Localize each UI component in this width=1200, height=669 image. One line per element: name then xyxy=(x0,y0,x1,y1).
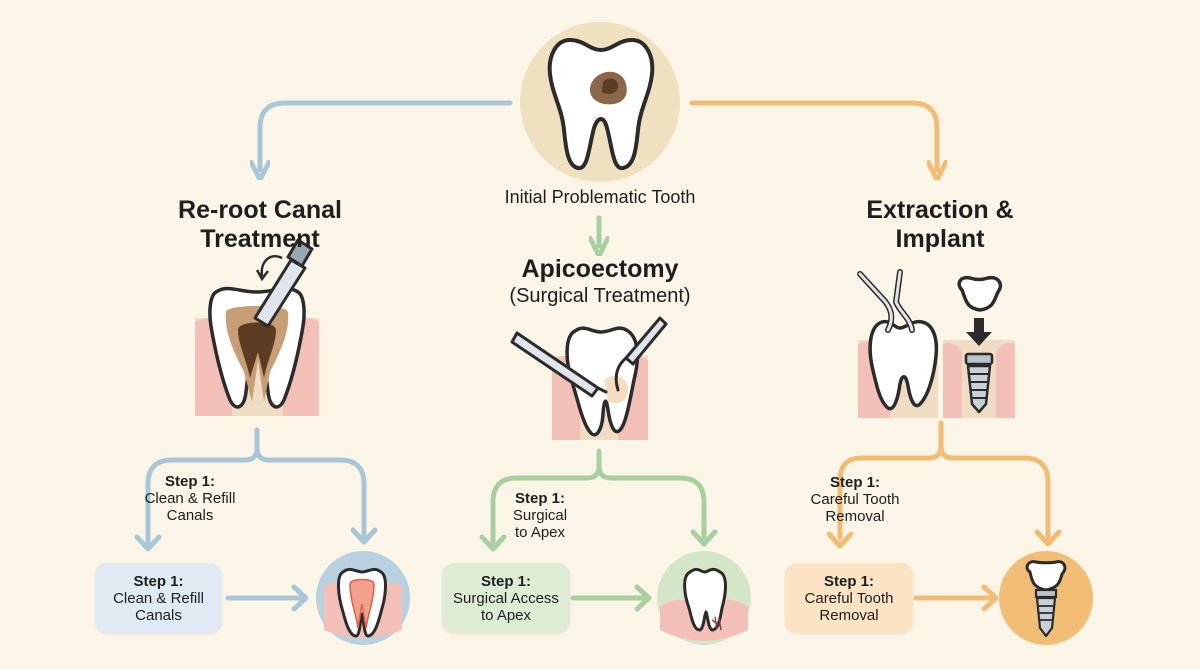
left-branch-step-head: Step 1: xyxy=(164,473,215,490)
connector-right-branch xyxy=(837,420,1051,543)
middle-step-box-line1: Surgical Access xyxy=(453,589,559,607)
connector-left-arrowhead-b xyxy=(350,527,378,545)
connector-left-branch xyxy=(145,427,367,548)
connector-top-left xyxy=(260,100,513,170)
left-title-line2: Treatment xyxy=(200,225,320,253)
left-step-box: Step 1: Clean & Refill Canals xyxy=(95,563,222,633)
right-branch-step: Step 1: Careful Tooth Removal xyxy=(780,474,930,525)
connector-top-right xyxy=(689,100,937,170)
extraction-implant-icon xyxy=(857,269,1015,418)
left-step-box-head: Step 1: xyxy=(133,572,184,590)
left-branch-step-line2: Canals xyxy=(166,507,214,524)
connector-right-arrowhead-b xyxy=(1034,529,1062,547)
connector-middle-branch xyxy=(490,448,707,548)
middle-branch-step: Step 1: Surgical to Apex xyxy=(480,490,600,541)
right-step-box-head: Step 1: xyxy=(823,572,874,590)
right-step-box-line1: Careful Tooth xyxy=(804,589,894,607)
right-title: Extraction & Implant xyxy=(820,196,1060,254)
middle-step-box-line2: to Apex xyxy=(480,606,532,624)
left-branch-step: Step 1: Clean & Refill Canals xyxy=(130,473,250,524)
middle-title-subtitle: (Surgical Treatment) xyxy=(509,285,691,307)
right-title-line2: Implant xyxy=(895,225,985,253)
left-step-box-line2: Canals xyxy=(135,606,182,624)
right-branch-step-line2: Removal xyxy=(825,508,885,525)
middle-branch-step-head: Step 1: xyxy=(514,490,565,507)
refilled-tooth-icon xyxy=(316,551,410,645)
middle-step-box: Step 1: Surgical Access to Apex xyxy=(442,563,570,633)
right-title-line1: Extraction & xyxy=(866,196,1014,224)
connector-middle-box-to-result xyxy=(570,584,652,612)
connector-middle-arrowhead-b xyxy=(690,529,718,547)
connector-left-box-to-result xyxy=(225,584,309,612)
left-title: Re-root Canal Treatment xyxy=(140,196,380,254)
healed-tooth-icon xyxy=(657,551,751,645)
middle-title-main: Apicoectomy xyxy=(521,255,679,283)
center-tooth-label: Initial Problematic Tooth xyxy=(504,187,696,207)
connector-middle-arrowhead-a xyxy=(479,534,507,552)
left-branch-step-line1: Clean & Refill xyxy=(144,490,236,507)
left-title-line1: Re-root Canal xyxy=(178,196,342,224)
right-step-box-line2: Removal xyxy=(819,606,879,624)
middle-step-box-head: Step 1: xyxy=(480,572,531,590)
middle-branch-step-line1: Surgical xyxy=(512,507,568,524)
connector-right-box-to-result xyxy=(913,584,999,612)
right-branch-step-head: Step 1: xyxy=(829,474,880,491)
left-step-box-line1: Clean & Refill xyxy=(113,589,204,607)
right-step-box: Step 1: Careful Tooth Removal xyxy=(785,563,913,633)
middle-branch-step-line2: to Apex xyxy=(514,524,566,541)
right-branch-step-line1: Careful Tooth xyxy=(810,491,900,508)
connector-left-arrowhead-a xyxy=(134,534,162,552)
root-canal-tooth-icon xyxy=(195,238,319,416)
middle-title: Apicoectomy (Surgical Treatment) xyxy=(470,255,730,308)
connector-right-arrowhead-a xyxy=(826,531,854,549)
apicoectomy-tooth-icon xyxy=(510,316,668,440)
dental-implant-icon xyxy=(999,551,1093,645)
decayed-tooth-icon xyxy=(520,22,680,182)
